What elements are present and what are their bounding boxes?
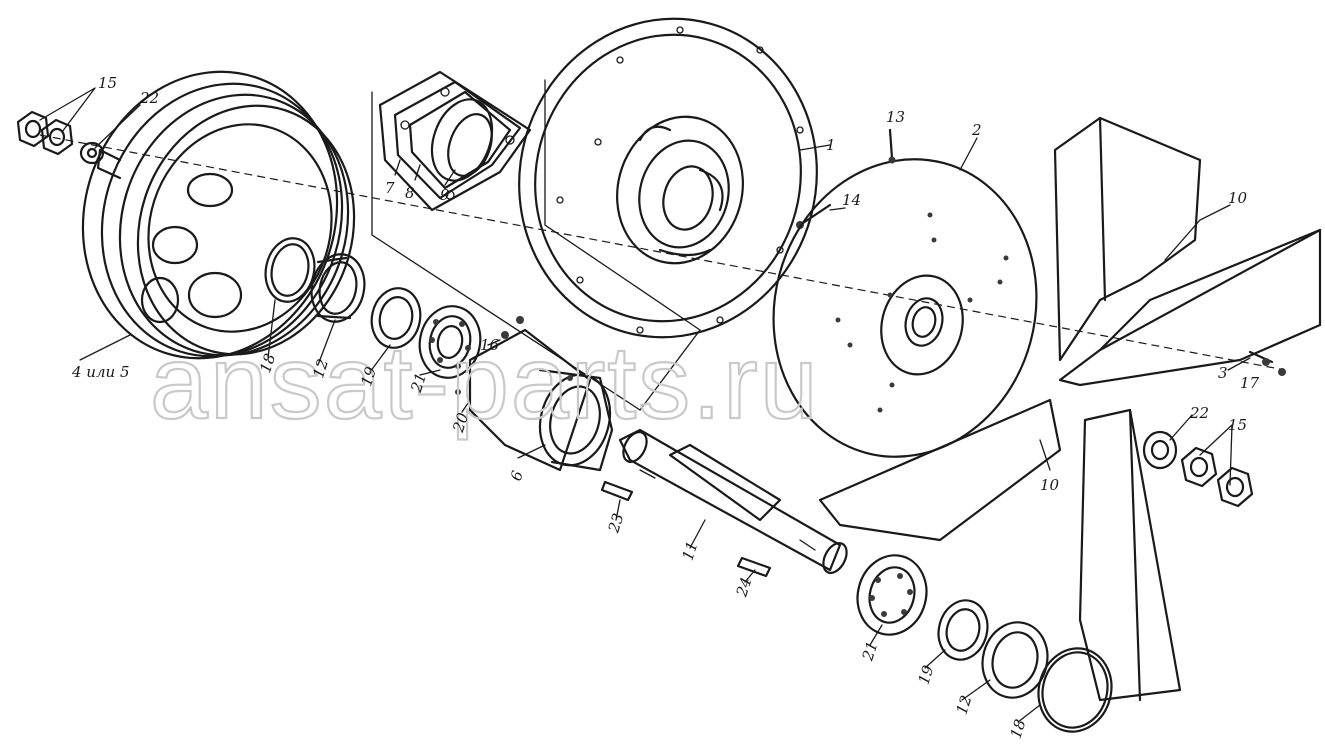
callout-7: 7 <box>385 179 395 197</box>
leader-lines <box>39 87 1251 723</box>
keys <box>600 480 772 578</box>
callout-9: 9 <box>440 186 450 204</box>
bearing-stack-left <box>310 253 482 379</box>
bolt-13 <box>888 128 896 164</box>
callout-24: 24 <box>732 575 755 600</box>
callout-17: 17 <box>1240 374 1260 392</box>
cover-disk <box>518 17 818 339</box>
callout-1: 1 <box>826 136 836 154</box>
shaft <box>618 428 848 574</box>
callout-10-top: 10 <box>1228 189 1248 207</box>
bolt-3 <box>1248 350 1286 376</box>
callout-15-right: 15 <box>1228 416 1247 434</box>
callout-2: 2 <box>971 121 982 139</box>
gaskets <box>378 70 532 212</box>
callout-3: 3 <box>1218 364 1228 382</box>
callout-19-right: 19 <box>915 663 938 687</box>
mounting-plane <box>371 79 701 411</box>
callout-21-left: 21 <box>407 371 430 396</box>
impeller-disk <box>772 158 1038 458</box>
callout-22-left: 22 <box>139 89 159 107</box>
callout-16: 16 <box>480 336 500 354</box>
callout-18-left: 18 <box>256 351 279 375</box>
callout-20: 20 <box>449 410 472 435</box>
callout-22-right: 22 <box>1189 404 1209 422</box>
callout-23: 23 <box>604 511 627 536</box>
watermark: ansat-parts.ru <box>150 325 820 441</box>
callout-18-right: 18 <box>1007 717 1030 741</box>
nut-pair-right <box>1142 430 1254 508</box>
bearing-stack-right <box>856 554 1113 733</box>
callout-10-bottom: 10 <box>1040 476 1060 494</box>
impeller-blades <box>818 116 1322 702</box>
callout-11: 11 <box>679 539 702 563</box>
callout-8: 8 <box>405 184 415 202</box>
callout-21-right: 21 <box>858 639 881 664</box>
callout-19-left: 19 <box>357 364 380 388</box>
callout-4-or-5: 4 или 5 <box>71 363 130 381</box>
callout-labels: 15 22 4 или 5 18 12 19 21 20 16 6 7 8 9 … <box>71 74 1260 741</box>
callout-12-left: 12 <box>309 357 332 381</box>
callout-12-right: 12 <box>953 693 976 717</box>
assembly-axis <box>39 134 1286 371</box>
callout-6-housing: 6 <box>507 468 527 483</box>
bearing-housing <box>455 316 614 472</box>
callout-15-left: 15 <box>98 74 117 92</box>
nut-pair-left <box>16 110 105 165</box>
callout-13: 13 <box>886 108 905 126</box>
callout-14: 14 <box>842 191 861 209</box>
